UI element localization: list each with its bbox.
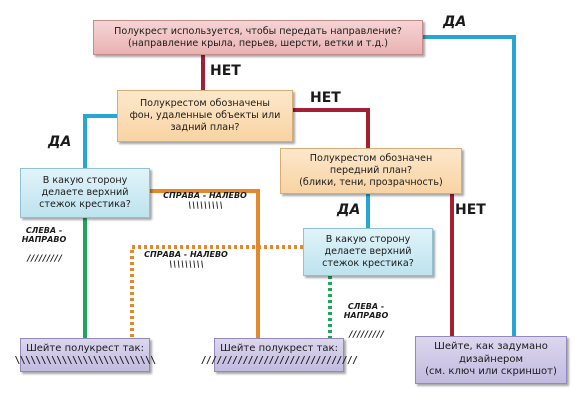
question-background: Полукрестом обозначены фон, удаленные об… <box>117 90 293 142</box>
connector-yes-top <box>423 35 516 336</box>
result-backslash: Шейте полукрест так: \\\\\\\\\\\\\\\\\\\… <box>15 338 156 372</box>
result-backslash-pattern: \\\\\\\\\\\\\\\\\\\\\\\\\\\ <box>14 355 156 367</box>
connector-yes-left <box>83 114 117 168</box>
result-slash-pattern: ////////////////////////////// <box>200 355 358 367</box>
label-yes-top: ДА <box>443 14 467 30</box>
connector-no-right <box>450 168 462 336</box>
result-backslash-text: Шейте полукрест так: <box>26 342 144 354</box>
label-right-to-left-2: СПРАВА - НАЛЕВО \\\\\\\\\ <box>136 250 236 270</box>
result-slash-text: Шейте полукрест так: <box>220 342 338 354</box>
label-left-to-right-2-text: СЛЕВА - НАПРАВО <box>343 301 389 321</box>
label-right-to-left-1-text: СПРАВА - НАЛЕВО <box>163 191 247 200</box>
label-right-to-left-1: СПРАВА - НАЛЕВО \\\\\\\\\ <box>155 191 255 211</box>
label-no-mid: НЕТ <box>310 90 341 106</box>
question-direction: Полукрест используется, чтобы передать н… <box>93 20 423 55</box>
hatch-fwd-2: ///////// <box>348 330 385 341</box>
label-left-to-right-1: СЛЕВА - НАПРАВО ///////// <box>14 216 74 265</box>
question-foreground-text: Полукрестом обозначен передний план? (бл… <box>299 153 443 188</box>
label-no-right: НЕТ <box>455 202 486 218</box>
question-direction-text: Полукрест используется, чтобы передать н… <box>114 25 402 49</box>
label-left-to-right-1-text: СЛЕВА - НАПРАВО <box>21 225 67 245</box>
label-right-to-left-2-text: СПРАВА - НАЛЕВО <box>144 250 228 259</box>
connector-right-to-left-2 <box>130 245 303 338</box>
label-yes-left: ДА <box>48 134 72 150</box>
connector-left-to-right-2 <box>318 276 332 342</box>
result-as-designed-text: Шейте, как задумано дизайнером (см. ключ… <box>425 341 557 378</box>
result-as-designed: Шейте, как задумано дизайнером (см. ключ… <box>415 336 567 384</box>
question-stitch-direction-mid: В какую сторону делаете верхний стежок к… <box>303 228 433 276</box>
label-yes-mid: ДА <box>337 202 361 218</box>
connector-right-to-left-1 <box>150 189 260 338</box>
question-background-text: Полукрестом обозначены фон, удаленные об… <box>129 98 281 133</box>
hatch-back-2: \\\\\\\\\ <box>168 259 205 270</box>
question-foreground: Полукрестом обозначен передний план? (бл… <box>280 148 462 194</box>
question-stitch-direction-left-text: В какую сторону делаете верхний стежок к… <box>39 175 131 210</box>
hatch-fwd-1: ///////// <box>26 254 63 265</box>
label-left-to-right-2: СЛЕВА - НАПРАВО ///////// <box>336 292 396 341</box>
label-no-top: НЕТ <box>210 63 241 79</box>
connector-no-mid <box>293 108 370 148</box>
hatch-back-1: \\\\\\\\\ <box>187 200 224 211</box>
result-slash: Шейте полукрест так: ///////////////////… <box>201 338 358 372</box>
question-stitch-direction-left: В какую сторону делаете верхний стежок к… <box>20 168 150 218</box>
question-stitch-direction-mid-text: В какую сторону делаете верхний стежок к… <box>322 234 414 269</box>
